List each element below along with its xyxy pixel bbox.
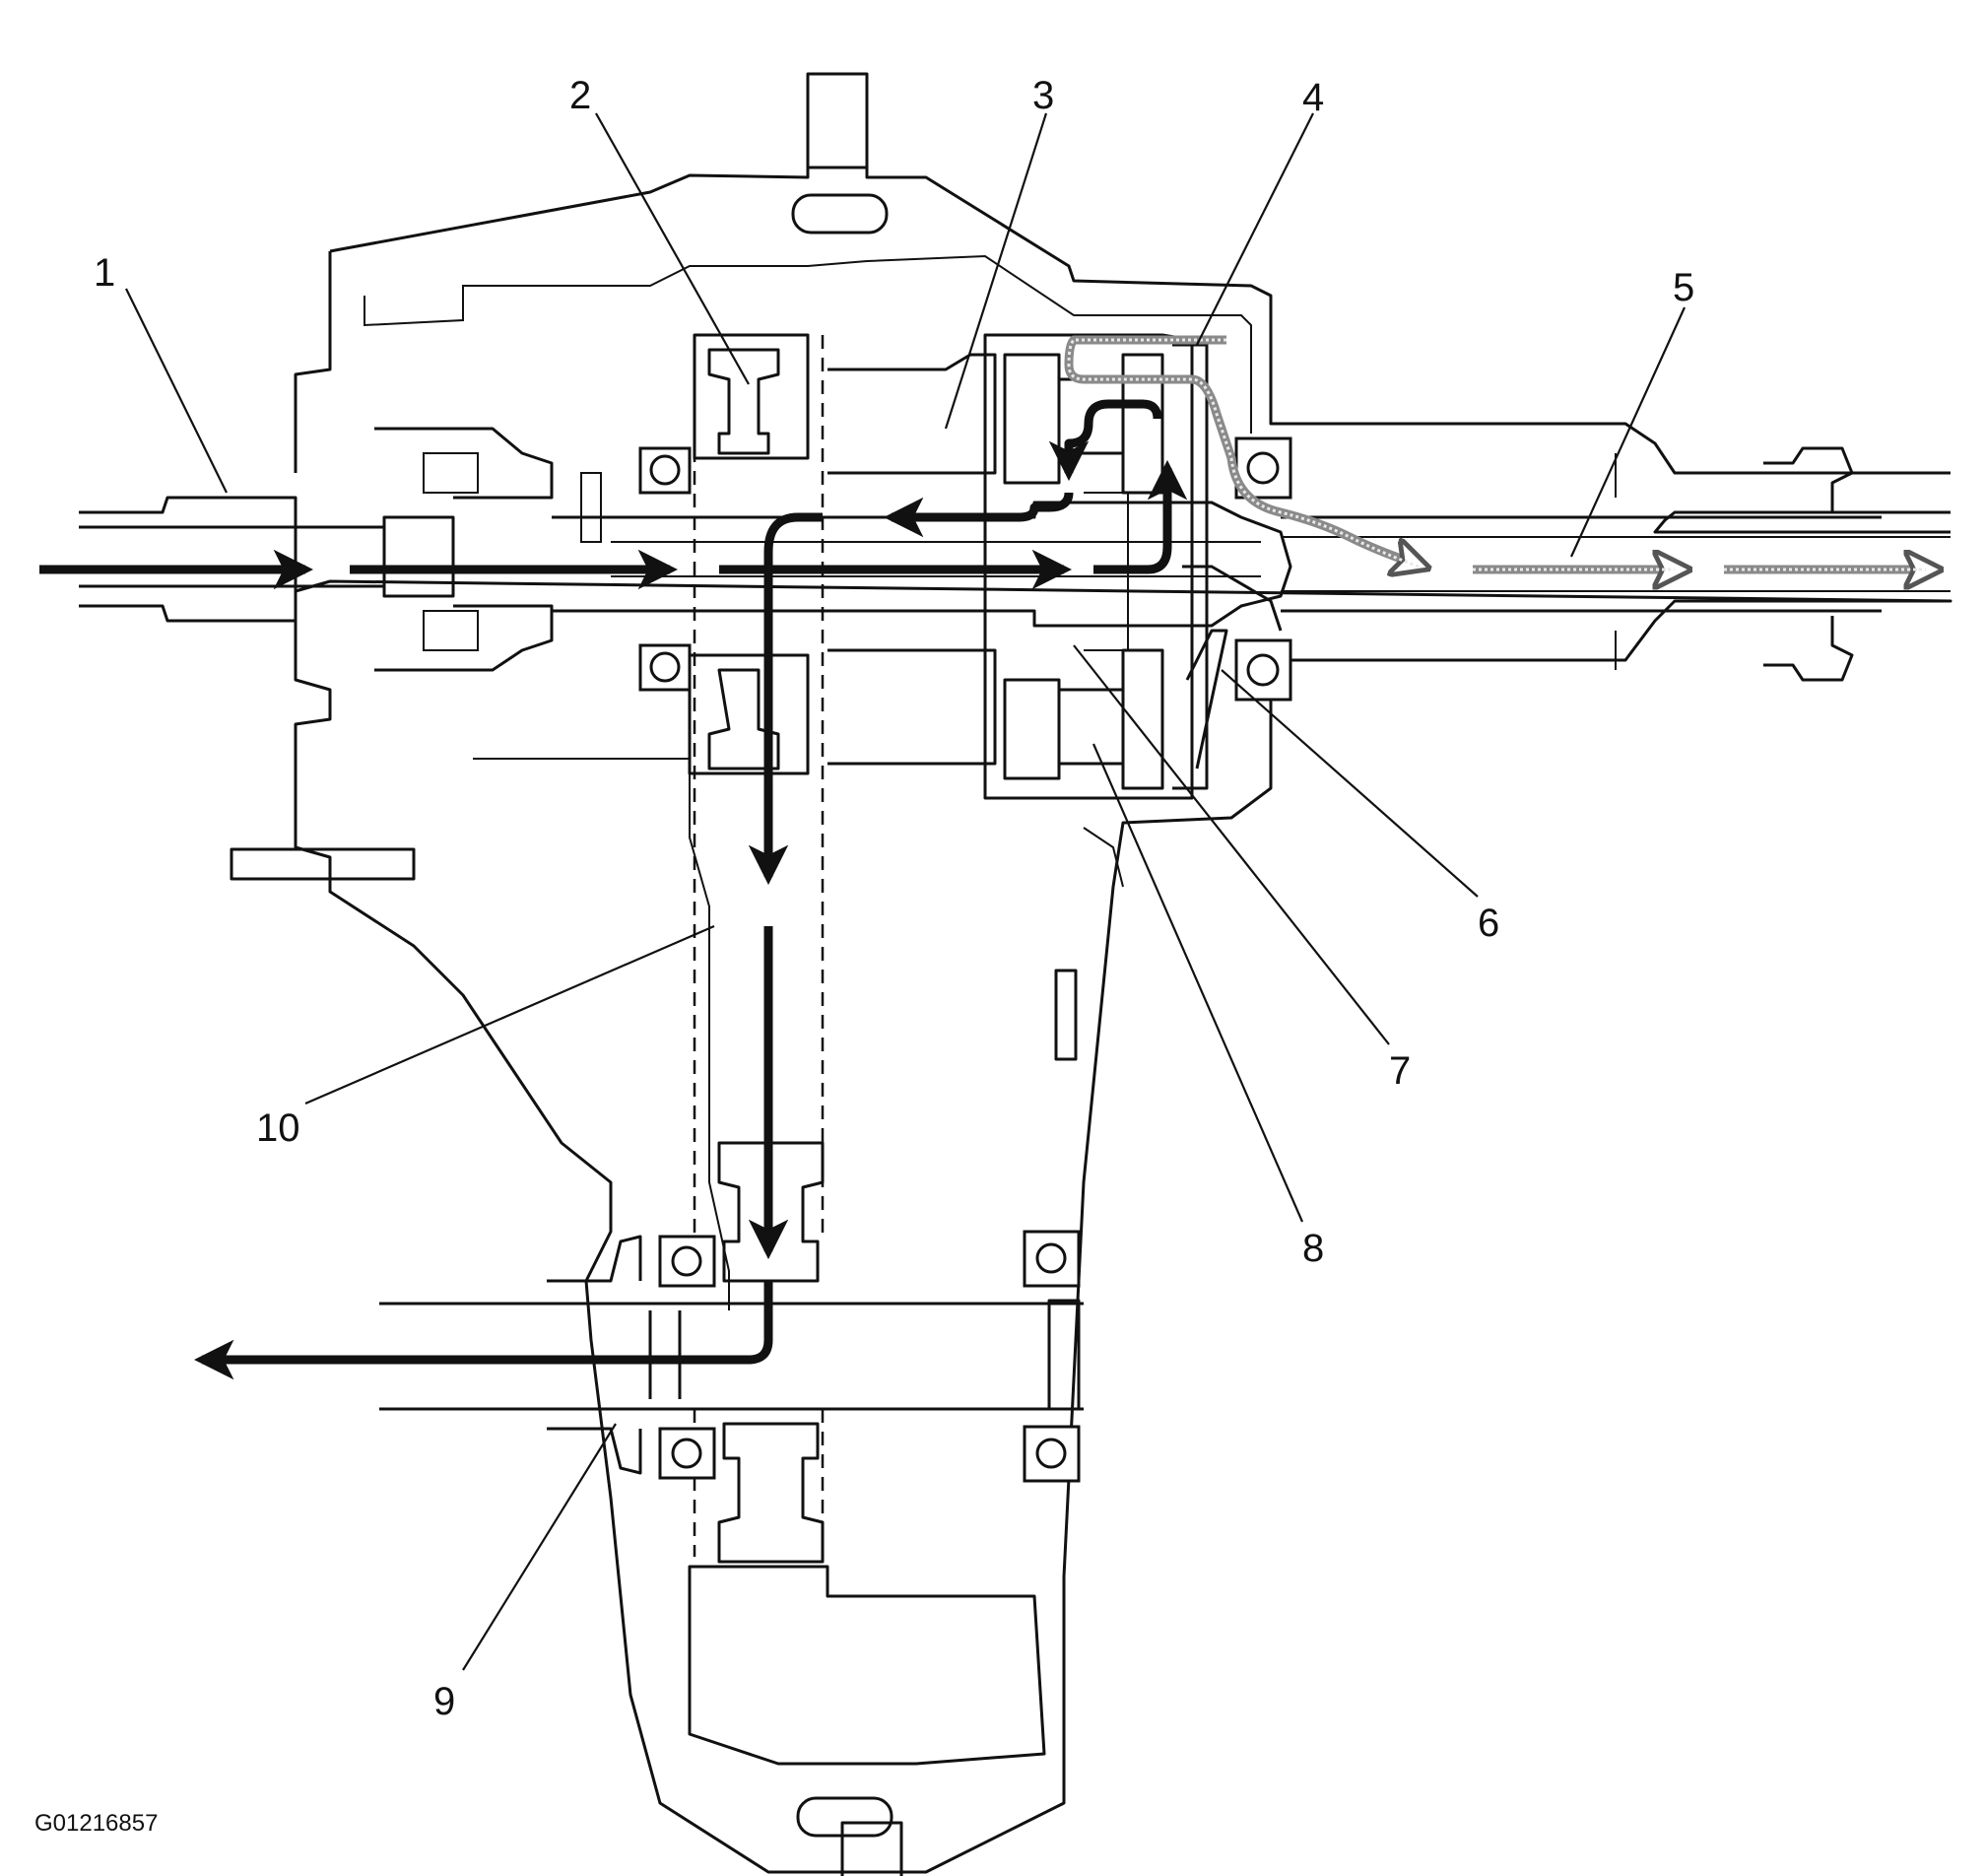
- leader-6: [1221, 669, 1479, 898]
- flow-clutch-to-sprocket: [883, 492, 1074, 538]
- leader-7: [1073, 644, 1390, 1045]
- bearing-input-lower: [638, 643, 692, 692]
- rear-output-seal-lower: [1763, 616, 1854, 682]
- callout-8: 8: [1302, 1227, 1324, 1270]
- bearing-rear-lower: [1234, 638, 1292, 702]
- drive-sprocket-lower: [707, 668, 780, 770]
- drive-sprocket-hub-lower: [688, 653, 810, 775]
- leader-3: [944, 112, 1048, 430]
- clutch-housing-drum: [983, 333, 1194, 800]
- front-output-pilot: [1047, 1299, 1081, 1411]
- callout-7: 7: [1389, 1049, 1411, 1093]
- planet-carrier-lower: [1121, 648, 1164, 790]
- housing-inner-contour-upper: [364, 254, 1252, 434]
- front-output-bore: [648, 1310, 682, 1399]
- clutch-drum-inner-lower: [1003, 678, 1061, 780]
- callout-labels: 1 2 3 4 5 6 7 8 9 10: [94, 74, 1694, 1723]
- leader-lines: [125, 112, 1687, 1671]
- leader-9: [462, 1423, 617, 1671]
- callout-10: 10: [256, 1106, 300, 1150]
- input-shaft-outer: [79, 496, 298, 623]
- leader-8: [1092, 743, 1304, 1223]
- bearing-front-right-upper: [1023, 1230, 1081, 1288]
- figure-id-label: G01216857: [34, 1810, 158, 1837]
- rear-output-seal-upper: [1763, 446, 1854, 512]
- leader-5: [1569, 306, 1687, 558]
- clutch-drum-inner-upper: [1003, 353, 1061, 485]
- bearing-front-right-lower: [1023, 1425, 1081, 1483]
- callout-9: 9: [433, 1680, 455, 1723]
- callout-4: 4: [1302, 76, 1324, 119]
- side-dowel-pin: [230, 847, 416, 881]
- flow-chain-down: [748, 512, 823, 886]
- bearings: [638, 436, 1292, 1483]
- input-housing-step: [294, 251, 332, 473]
- input-oil-pin: [580, 472, 602, 543]
- front-output-sprocket-upper: [717, 1141, 825, 1283]
- leader-4: [1196, 112, 1314, 346]
- front-output-sprocket-lower: [717, 1422, 825, 1564]
- bottom-mounting-boss: [840, 1821, 903, 1876]
- front-output-housing-lower: [688, 1565, 1046, 1766]
- housing-outer-outline: [294, 166, 1952, 1874]
- flow-to-clutch: [1093, 459, 1188, 574]
- callout-5: 5: [1673, 266, 1694, 309]
- input-seal-ring-upper: [423, 452, 479, 494]
- rear-output-shaft-assembly: [1281, 446, 1951, 682]
- leader-1: [125, 288, 228, 494]
- callout-6: 6: [1478, 902, 1499, 945]
- housing-rib-right: [1054, 969, 1078, 1061]
- bearing-front-left-lower: [658, 1427, 716, 1480]
- flow-clutch-loop: [1048, 399, 1162, 482]
- drive-sprocket-upper: [707, 348, 780, 455]
- clutch-pack-plates: [1172, 343, 1209, 790]
- mainshaft-assembly: [552, 501, 1292, 632]
- front-output-shaft-assembly: [379, 1141, 1084, 1766]
- callout-2: 2: [569, 74, 591, 117]
- input-seal-ring-lower: [423, 610, 479, 651]
- input-seal-upper: [374, 427, 554, 500]
- drive-sprocket-assembly: [688, 333, 997, 1557]
- bearing-front-left-upper: [658, 1235, 716, 1288]
- top-mounting-boss: [806, 72, 869, 169]
- flow-front-output: [193, 1281, 773, 1380]
- housing-inner-contour-lower: [473, 758, 730, 1310]
- flow-rear-bypass-texture: [1067, 338, 1420, 569]
- sprocket-support-lower: [827, 648, 997, 766]
- callout-3: 3: [1032, 74, 1054, 117]
- mainshaft-flange: [1182, 565, 1283, 632]
- input-seal-lower: [374, 604, 554, 672]
- mainshaft-body: [552, 501, 1292, 628]
- front-output-seal-lower: [547, 1427, 642, 1475]
- input-coupling-hub: [382, 515, 455, 598]
- sprocket-support-upper: [827, 353, 997, 475]
- leader-2: [595, 112, 750, 385]
- housing-inner-web: [1083, 827, 1124, 888]
- leader-10: [304, 924, 715, 1106]
- callout-1: 1: [94, 251, 115, 295]
- input-shaft-assembly: [79, 427, 602, 672]
- planet-gear-lower: [1057, 688, 1125, 766]
- clutch-apply-lever: [1185, 629, 1228, 770]
- top-dowel-pin: [791, 193, 889, 234]
- power-flow-arrows: [39, 335, 1936, 1380]
- bearing-input-upper: [638, 446, 692, 495]
- bottom-dowel-pin: [796, 1796, 893, 1838]
- drive-sprocket-hub-upper: [693, 333, 810, 460]
- front-output-seal-upper: [547, 1235, 642, 1283]
- input-shaft-bore: [79, 525, 386, 588]
